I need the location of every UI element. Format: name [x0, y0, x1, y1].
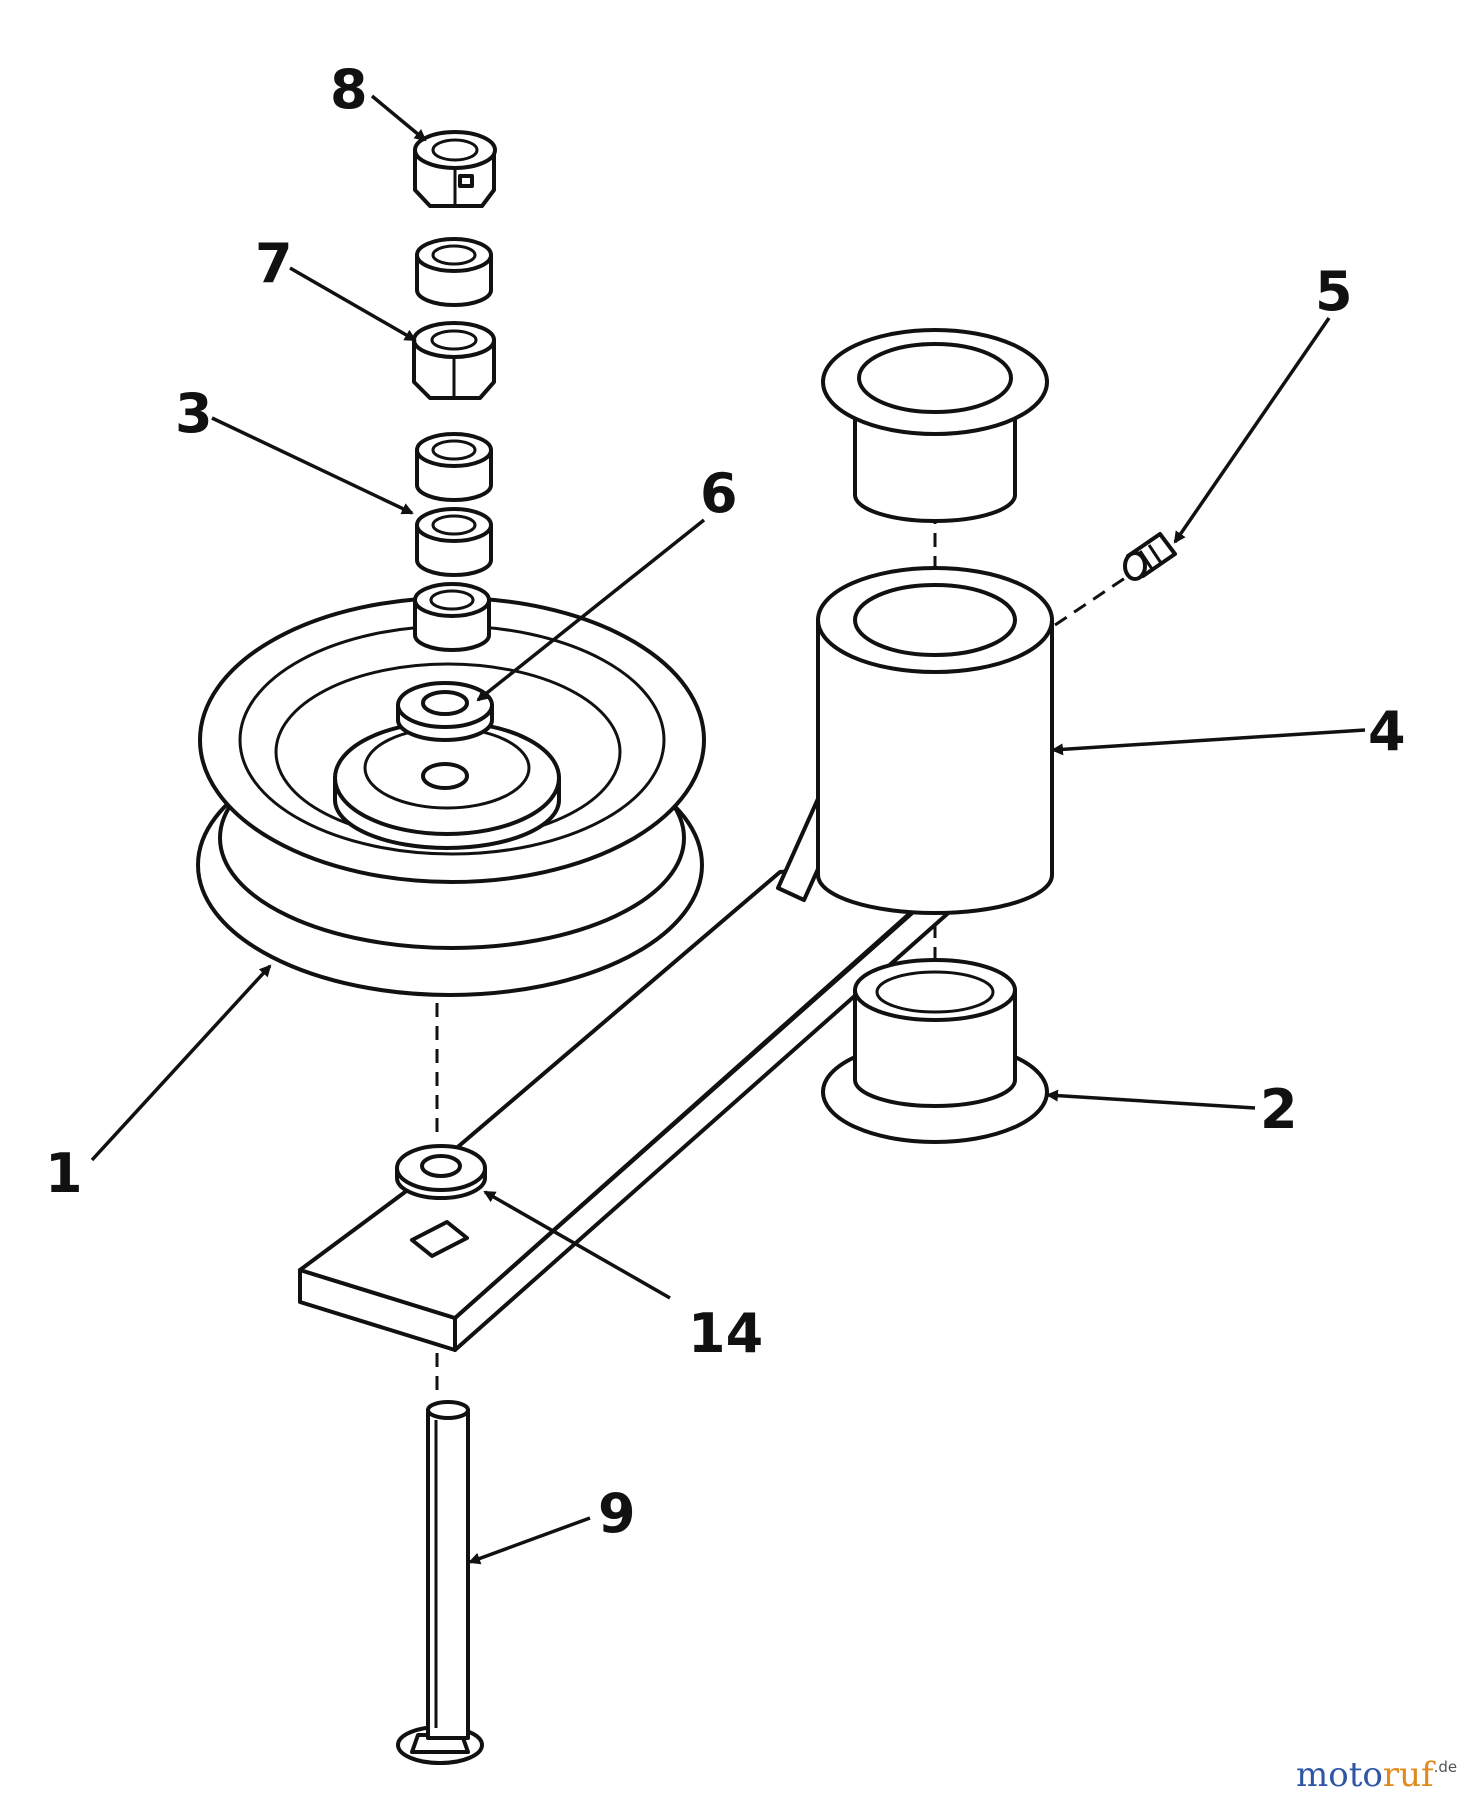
callout-8: 8 [330, 58, 368, 121]
part-1-pulley [196, 596, 706, 997]
leader-6 [476, 518, 706, 702]
callout-5: 5 [1315, 260, 1353, 323]
leader-5 [1173, 317, 1331, 544]
callout-3: 3 [175, 382, 213, 445]
part-3-spacer-low [413, 582, 491, 652]
callout-6: 6 [700, 462, 738, 525]
part-14-washer [395, 1144, 487, 1200]
callout-4: 4 [1368, 700, 1406, 763]
setscrew-axis-line [1054, 576, 1126, 627]
leader-9 [468, 1516, 591, 1565]
leader-7 [289, 266, 417, 342]
leader-1 [90, 964, 272, 1162]
callout-1: 1 [45, 1142, 83, 1205]
callout-9: 9 [598, 1482, 636, 1545]
part-7-nut [412, 321, 496, 400]
leader-2 [1046, 1089, 1256, 1110]
leader-8 [370, 94, 427, 142]
leader-4 [1051, 728, 1366, 756]
watermark-moto: moto [1296, 1755, 1383, 1795]
part-6-spacer [396, 681, 494, 742]
callout-14: 14 [688, 1302, 763, 1365]
leader-3 [211, 416, 414, 515]
leader-14 [483, 1190, 671, 1300]
part-9-bolt [396, 1400, 484, 1765]
watermark-ruf: ruf [1383, 1755, 1436, 1795]
part-7-spacer [415, 237, 493, 307]
callout-7: 7 [255, 232, 293, 295]
callout-2: 2 [1260, 1078, 1298, 1141]
part-2-bushing-lower [821, 958, 1049, 1144]
part-2-bushing-upper [821, 328, 1049, 523]
part-4-tube [816, 566, 1054, 915]
part-5-setscrew [1123, 532, 1177, 581]
motoruf-watermark: motoruf.de [1296, 1755, 1457, 1795]
part-8-locknut [413, 130, 497, 208]
part-3-spacer-high [415, 432, 493, 502]
watermark-tld: .de [1434, 1758, 1458, 1776]
svg-text:motoruf.de: motoruf.de [1296, 1755, 1457, 1795]
part-3-spacer-mid [415, 507, 493, 577]
